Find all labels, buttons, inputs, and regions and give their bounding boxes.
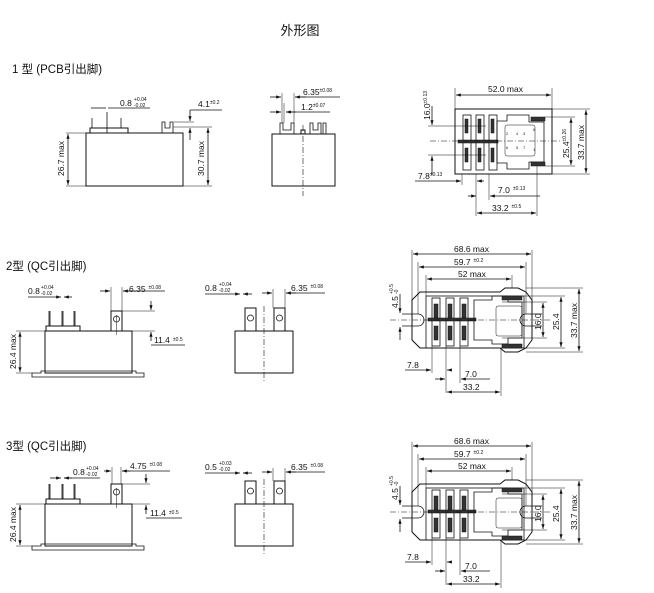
type1-term-pitch: 6.35±0.08 xyxy=(303,87,332,97)
tolerance: +0.5 xyxy=(389,476,395,486)
tolerance: -0 xyxy=(394,289,400,294)
type2-d78: 7.8 xyxy=(407,360,419,370)
type3-end-tab-width: 6.35±0.08 xyxy=(291,462,323,472)
type3-top-view: 68.6 max 59.7±0.2 52 max 4.5 +0.5 -0 16.… xyxy=(389,436,583,588)
type2-slot: 4.5 xyxy=(390,296,400,308)
tolerance: +0.04 xyxy=(41,285,54,291)
type2-side-view: 26.4 max 0.8 +0.04 -0.02 6.35±0.08 11.4±… xyxy=(8,284,185,378)
pin-number: 5 xyxy=(516,145,519,150)
pin-number: 6 xyxy=(506,145,509,150)
tolerance: +0.04 xyxy=(86,466,99,472)
pin-number: 8 xyxy=(533,127,536,132)
pin-number: 1 xyxy=(533,147,536,152)
type3-end-pin-width: 0.5 xyxy=(205,462,217,472)
type3-end-view: 0.5 +0.03 -0.02 6.35±0.08 xyxy=(205,461,325,555)
type3-slot: 4.5 xyxy=(390,488,400,500)
tolerance: +0.03 xyxy=(219,461,232,467)
type3-d70: 7.0 xyxy=(465,561,477,571)
type1-d332: 33.2±0.5 xyxy=(492,203,521,213)
type3-d78: 7.8 xyxy=(407,552,419,562)
type2-length: 52 max xyxy=(458,269,487,279)
type3-pin-width: 0.8 xyxy=(73,467,85,477)
page-title: 外形图 xyxy=(280,23,319,38)
type2-end-pin-width: 0.8 xyxy=(205,283,217,293)
type2-tab-height: 11.4±0.5 xyxy=(154,335,183,345)
type3-tab-width: 4.75±0.08 xyxy=(130,461,162,471)
type1-end-view: 6.35±0.08 1.2±0.07 xyxy=(270,87,340,196)
type1-top-view: 2 4 3 8 6 5 7 1 52.0 max 16.0±0.13 25.4±… xyxy=(415,84,590,216)
tolerance: -0.02 xyxy=(219,288,231,294)
type1-width: 33.7 max xyxy=(576,124,586,160)
type1-d25: 25.4±0.26 xyxy=(561,129,571,158)
type3-d16: 16.0 xyxy=(533,505,543,522)
type1-height-left: 26.7 max xyxy=(56,140,66,176)
tolerance: +0.5 xyxy=(389,284,395,294)
type2-overall: 68.6 max xyxy=(454,244,490,254)
type1-height-right: 30.7 max xyxy=(196,140,206,176)
pin-number: 4 xyxy=(516,131,519,136)
type1-d70: 7.0±0.13 xyxy=(498,185,526,195)
tolerance: +0.04 xyxy=(134,97,147,103)
type2-d70: 7.0 xyxy=(465,369,477,379)
type2-end-view: 0.8 +0.04 -0.02 6.35±0.08 xyxy=(205,282,325,382)
type2-label: 2型 (QC引出脚) xyxy=(6,259,87,273)
type2-tab-width: 6.35±0.08 xyxy=(129,284,161,294)
tolerance: -0.02 xyxy=(134,103,146,109)
pin-number: 7 xyxy=(523,145,526,150)
tolerance: +0.04 xyxy=(219,282,232,288)
type1-d16: 16.0±0.13 xyxy=(422,91,432,120)
type3-d332: 33.2 xyxy=(463,574,480,584)
type3-length: 52 max xyxy=(458,461,487,471)
type2-d25: 25.4 xyxy=(551,313,561,330)
type2-end-tab-width: 6.35±0.08 xyxy=(291,283,323,293)
type3-overall: 68.6 max xyxy=(454,436,490,446)
pin-number: 2 xyxy=(506,131,509,136)
type1-term-height: 4.1±0.2 xyxy=(198,99,220,109)
type3-mount: 59.7±0.2 xyxy=(454,449,483,459)
type3-side-view: 26.4 max 0.8 +0.04 -0.02 4.75±0.08 11.4±… xyxy=(8,461,182,551)
pin-number: 3 xyxy=(523,131,526,136)
tolerance: -0.02 xyxy=(86,472,98,478)
type1-d78: 7.8±0.13 xyxy=(418,171,443,181)
type2-top-view: 68.6 max 59.7±0.2 52 max 4.5 +0.5 -0 16.… xyxy=(389,244,583,396)
type3-tab-height: 11.4±0.5 xyxy=(150,508,179,518)
tolerance: -0.02 xyxy=(41,291,53,297)
type2-height: 26.4 max xyxy=(8,333,18,369)
type1-label: 1 型 (PCB引出脚) xyxy=(12,62,102,76)
type3-label: 3型 (QC引出脚) xyxy=(6,439,87,453)
type1-term-width: 1.2±0.07 xyxy=(301,102,326,112)
type3-height: 26.4 max xyxy=(8,506,18,542)
tolerance: -0.02 xyxy=(219,467,231,473)
type2-mount: 59.7±0.2 xyxy=(454,257,483,267)
type1-length: 52.0 max xyxy=(488,84,524,94)
type2-pin-width: 0.8 xyxy=(28,286,40,296)
type3-width: 33.7 max xyxy=(569,494,579,530)
type1-side-view: 26.7 max 30.7 max 0.8 +0.04 -0.02 4.1±0.… xyxy=(56,97,222,187)
type2-d332: 33.2 xyxy=(463,382,480,392)
type2-width: 33.7 max xyxy=(569,302,579,338)
tolerance: -0 xyxy=(394,481,400,486)
type3-d25: 25.4 xyxy=(551,505,561,522)
type2-d16: 16.0 xyxy=(533,313,543,330)
type1-pin-width: 0.8 xyxy=(120,98,132,108)
